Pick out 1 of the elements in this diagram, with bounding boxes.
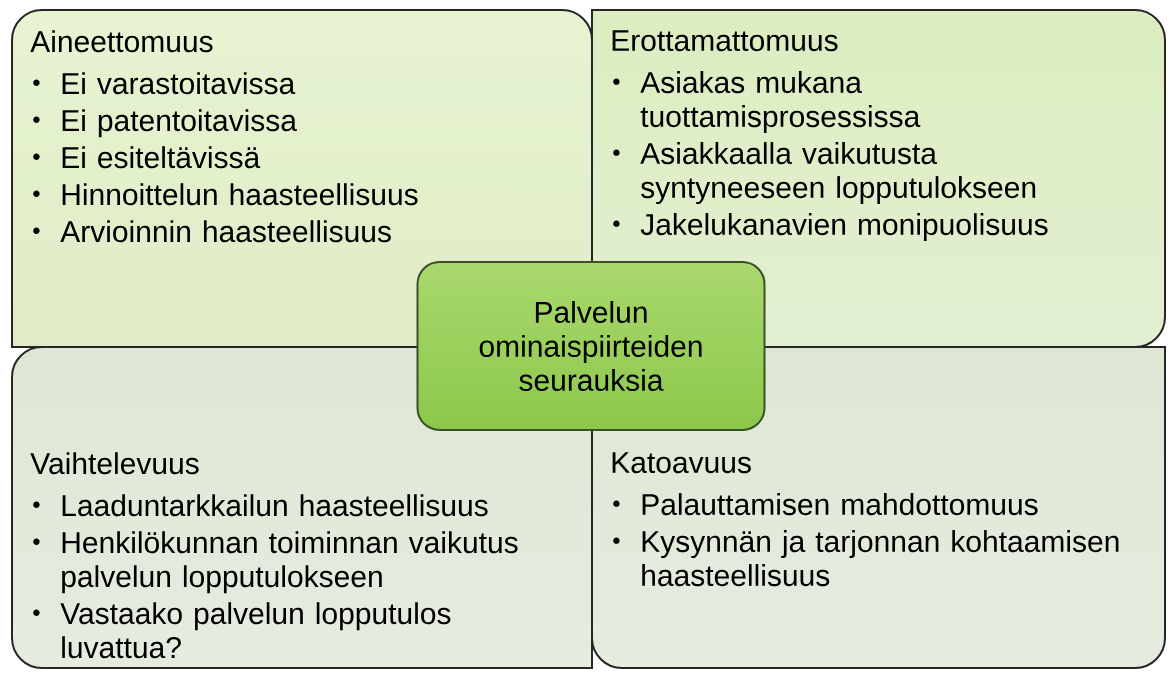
- center-box: Palvelun ominaispiirteiden seurauksia: [416, 261, 766, 431]
